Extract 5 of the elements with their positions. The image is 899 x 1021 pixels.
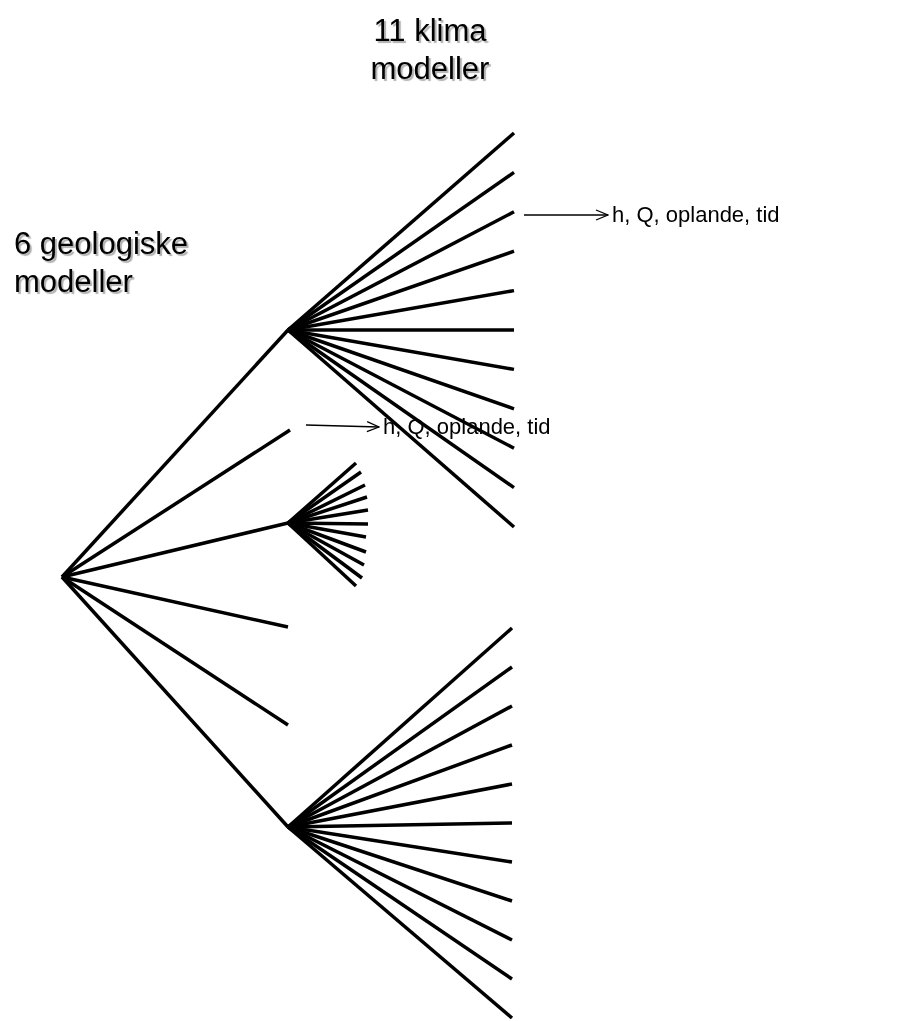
arrow xyxy=(523,209,609,221)
output-label: h, Q, oplande, tid xyxy=(612,202,780,228)
arrow xyxy=(305,421,380,433)
heading-label: 6 geologiske modeller xyxy=(14,225,190,301)
heading-label: 11 klima modeller xyxy=(369,12,491,88)
